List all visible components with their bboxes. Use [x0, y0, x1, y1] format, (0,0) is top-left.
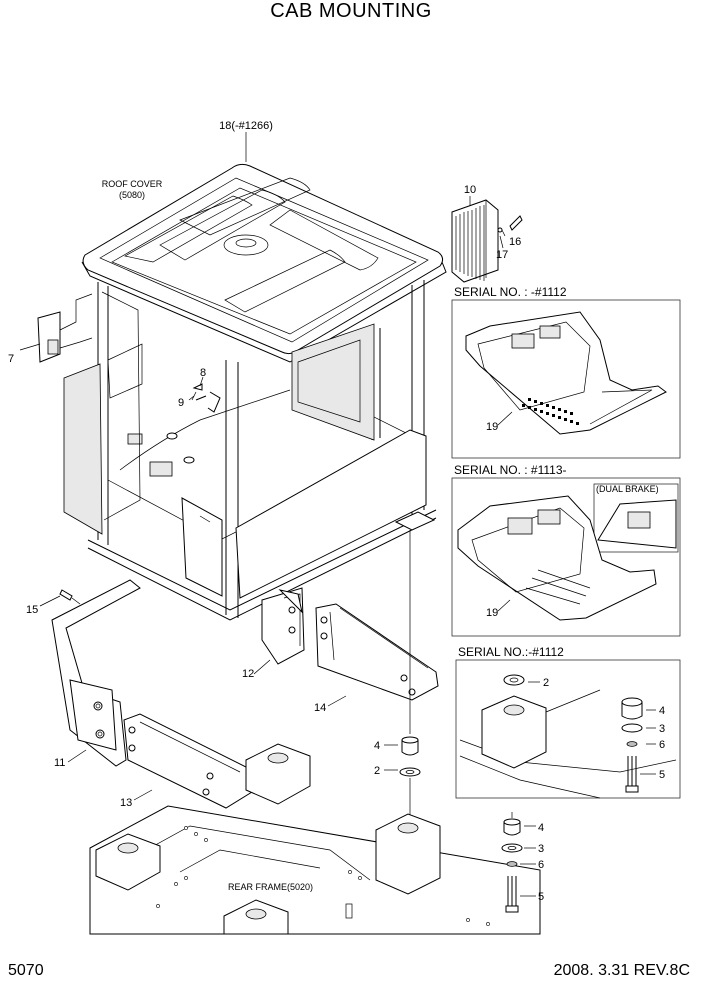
callout-under-cover-front: 13	[120, 797, 132, 809]
callout-side-cover-right: 12	[242, 668, 254, 680]
inset-3-part-5: 5	[659, 769, 665, 781]
inset-serial-2	[451, 477, 681, 637]
callout-frame-mount-nut: 6	[538, 859, 544, 871]
air-filter	[451, 199, 523, 283]
callout-side-cover-rear: 14	[314, 702, 326, 714]
inset-3-part-4: 4	[659, 705, 665, 717]
callout-mirror: 7	[8, 353, 14, 365]
cab-assembly	[37, 163, 447, 621]
inset-3-part-6: 6	[659, 739, 665, 751]
inset-2-header: SERIAL NO. : #1113-	[454, 463, 567, 477]
callout-filter: 10	[464, 184, 476, 196]
callout-frame-mount-upper: 4	[538, 822, 544, 834]
callout-filter-pin: 17	[496, 249, 508, 261]
callout-frame-mount-washer: 3	[538, 843, 544, 855]
callout-cab: 18(-#1266)	[219, 120, 273, 132]
rear-frame-label: REAR FRAME(5020)	[228, 882, 313, 892]
callout-frame-mount-bolt: 5	[538, 891, 544, 903]
callout-mount-lower: 2	[374, 765, 380, 777]
callouts: 18(-#1266) ROOF COVER (5080) 10 16 17 7 …	[8, 120, 665, 903]
roof-cover-ref: (5080)	[119, 190, 145, 200]
callout-bolt: 8	[200, 367, 206, 379]
inset-3-part-3: 3	[659, 723, 665, 735]
inset-3-header: SERIAL NO.:-#1112	[458, 645, 564, 659]
callout-screw: 15	[26, 604, 38, 616]
callout-under-cover-left: 11	[54, 757, 65, 769]
inset-1-header: SERIAL NO. : -#1112	[454, 285, 567, 299]
callout-mount-upper: 4	[374, 740, 380, 752]
under-covers	[51, 579, 439, 809]
page-number: 5070	[8, 962, 44, 979]
inset-2-note: (DUAL BRAKE)	[596, 484, 659, 494]
inset-3-part-2: 2	[543, 677, 549, 689]
inset-serial-3	[455, 659, 681, 799]
leader-lines	[19, 132, 656, 897]
rear-frame	[89, 743, 541, 935]
inset-serial-1	[451, 299, 681, 459]
revision-date: 2008. 3.31 REV.8C	[553, 962, 690, 979]
inset-2-part: 19	[486, 607, 498, 619]
callout-filter-clip: 16	[509, 236, 521, 248]
callout-washer: 9	[178, 397, 184, 409]
roof-cover-label: ROOF COVER	[102, 179, 163, 189]
inset-1-part: 19	[486, 421, 498, 433]
page-title: CAB MOUNTING	[270, 0, 432, 22]
cab-mounts	[399, 530, 421, 820]
